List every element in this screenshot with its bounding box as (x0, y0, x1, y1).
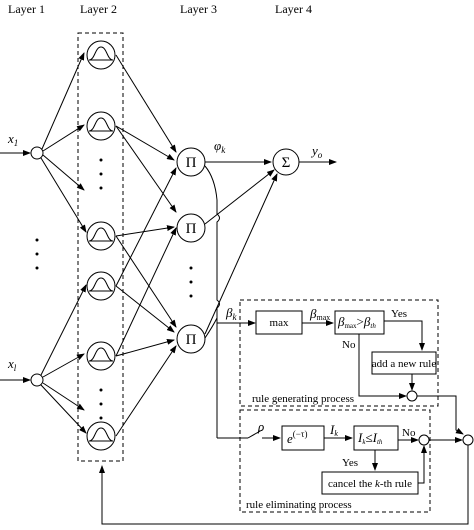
membership-nodes (86, 40, 116, 451)
gaussian-bell-icon (88, 117, 114, 132)
rg-yes-label: Yes (391, 308, 407, 320)
gaussian-bell-icon (88, 347, 114, 362)
svg-text:Σ: Σ (282, 155, 291, 171)
beta-max-label: βmax (309, 306, 330, 322)
rg-junction (406, 390, 418, 402)
gaussian-bell-icon (88, 277, 114, 292)
svg-text:Ik≤Ith: Ik≤Ith (357, 430, 383, 446)
beta-compare-box: βmax>βth (334, 310, 385, 335)
ik-label: Ik (329, 422, 338, 438)
rho-label: ρ (257, 419, 264, 434)
rule-generating-label: rule generating process (252, 393, 354, 405)
svg-text:Π: Π (186, 221, 197, 237)
svg-text:add a new rule: add a new rule (372, 358, 437, 370)
max-box: max (255, 310, 303, 335)
membership-node (86, 341, 116, 371)
svg-text:βmax>βth: βmax>βth (337, 314, 376, 330)
add-rule-box: add a new rule (371, 351, 437, 375)
gaussian-bell-icon (88, 46, 114, 61)
phi-label: φk (214, 138, 226, 155)
firing-strength-bus (204, 165, 256, 439)
ik-compare-box: Ik≤Ith (353, 425, 399, 451)
rg-output-line (417, 395, 464, 435)
layer-3-label: Layer 3 (180, 2, 217, 16)
sum-node: Σ (272, 148, 300, 176)
membership-node (86, 40, 116, 70)
l1-l2-connections (40, 52, 87, 434)
rule-generating-box (239, 299, 439, 407)
svg-text:max: max (270, 317, 289, 329)
re-junction (418, 434, 430, 446)
svg-text:Π: Π (186, 332, 197, 348)
cancel-out-line (418, 445, 427, 484)
layer2-ellipsis-top (99, 158, 103, 190)
rg-no-line (358, 334, 407, 399)
input-ellipsis (35, 238, 39, 270)
l2-l3-connections (115, 54, 177, 437)
gaussian-bell-icon (88, 227, 114, 242)
input-node-1 (30, 146, 44, 160)
product-node-2: Π (176, 213, 206, 243)
switch-line (247, 429, 263, 439)
final-junction (462, 434, 474, 446)
l3-l4-connections (204, 159, 278, 335)
re-no-label: No (402, 427, 416, 439)
svg-text:cancel the k-th rule: cancel the k-th rule (328, 478, 412, 490)
membership-node (86, 111, 116, 141)
product-node-1: Π (176, 147, 206, 177)
gaussian-bell-icon (88, 427, 114, 442)
rule-eliminating-label: rule eliminating process (246, 499, 352, 511)
input-xl-label: xl (7, 356, 17, 373)
beta-label: βk (225, 305, 237, 322)
feedback-line (99, 445, 469, 525)
re-yes-label: Yes (342, 457, 358, 469)
input-x1-label: x1 (7, 131, 18, 148)
membership-node (86, 221, 116, 251)
membership-node (86, 271, 116, 301)
membership-node (86, 421, 116, 451)
rule-eliminating-box (239, 409, 431, 513)
input-node-l (30, 373, 44, 387)
product-node-k: Π (176, 324, 206, 354)
svg-text:e(−τ): e(−τ) (287, 429, 307, 446)
output-label: yo (310, 143, 323, 160)
layer-1-label: Layer 1 (8, 2, 45, 16)
svg-text:Π: Π (186, 155, 197, 171)
layer3-ellipsis (189, 266, 193, 298)
cancel-rule-box: cancel the k-th rule (321, 471, 419, 495)
rg-no-label: No (342, 339, 356, 351)
rg-yes-line (384, 320, 425, 351)
layer-4-label: Layer 4 (275, 2, 312, 16)
exp-box: e(−τ) (281, 425, 325, 451)
layer2-ellipsis-bottom (99, 388, 103, 420)
layer-2-label: Layer 2 (80, 2, 117, 16)
